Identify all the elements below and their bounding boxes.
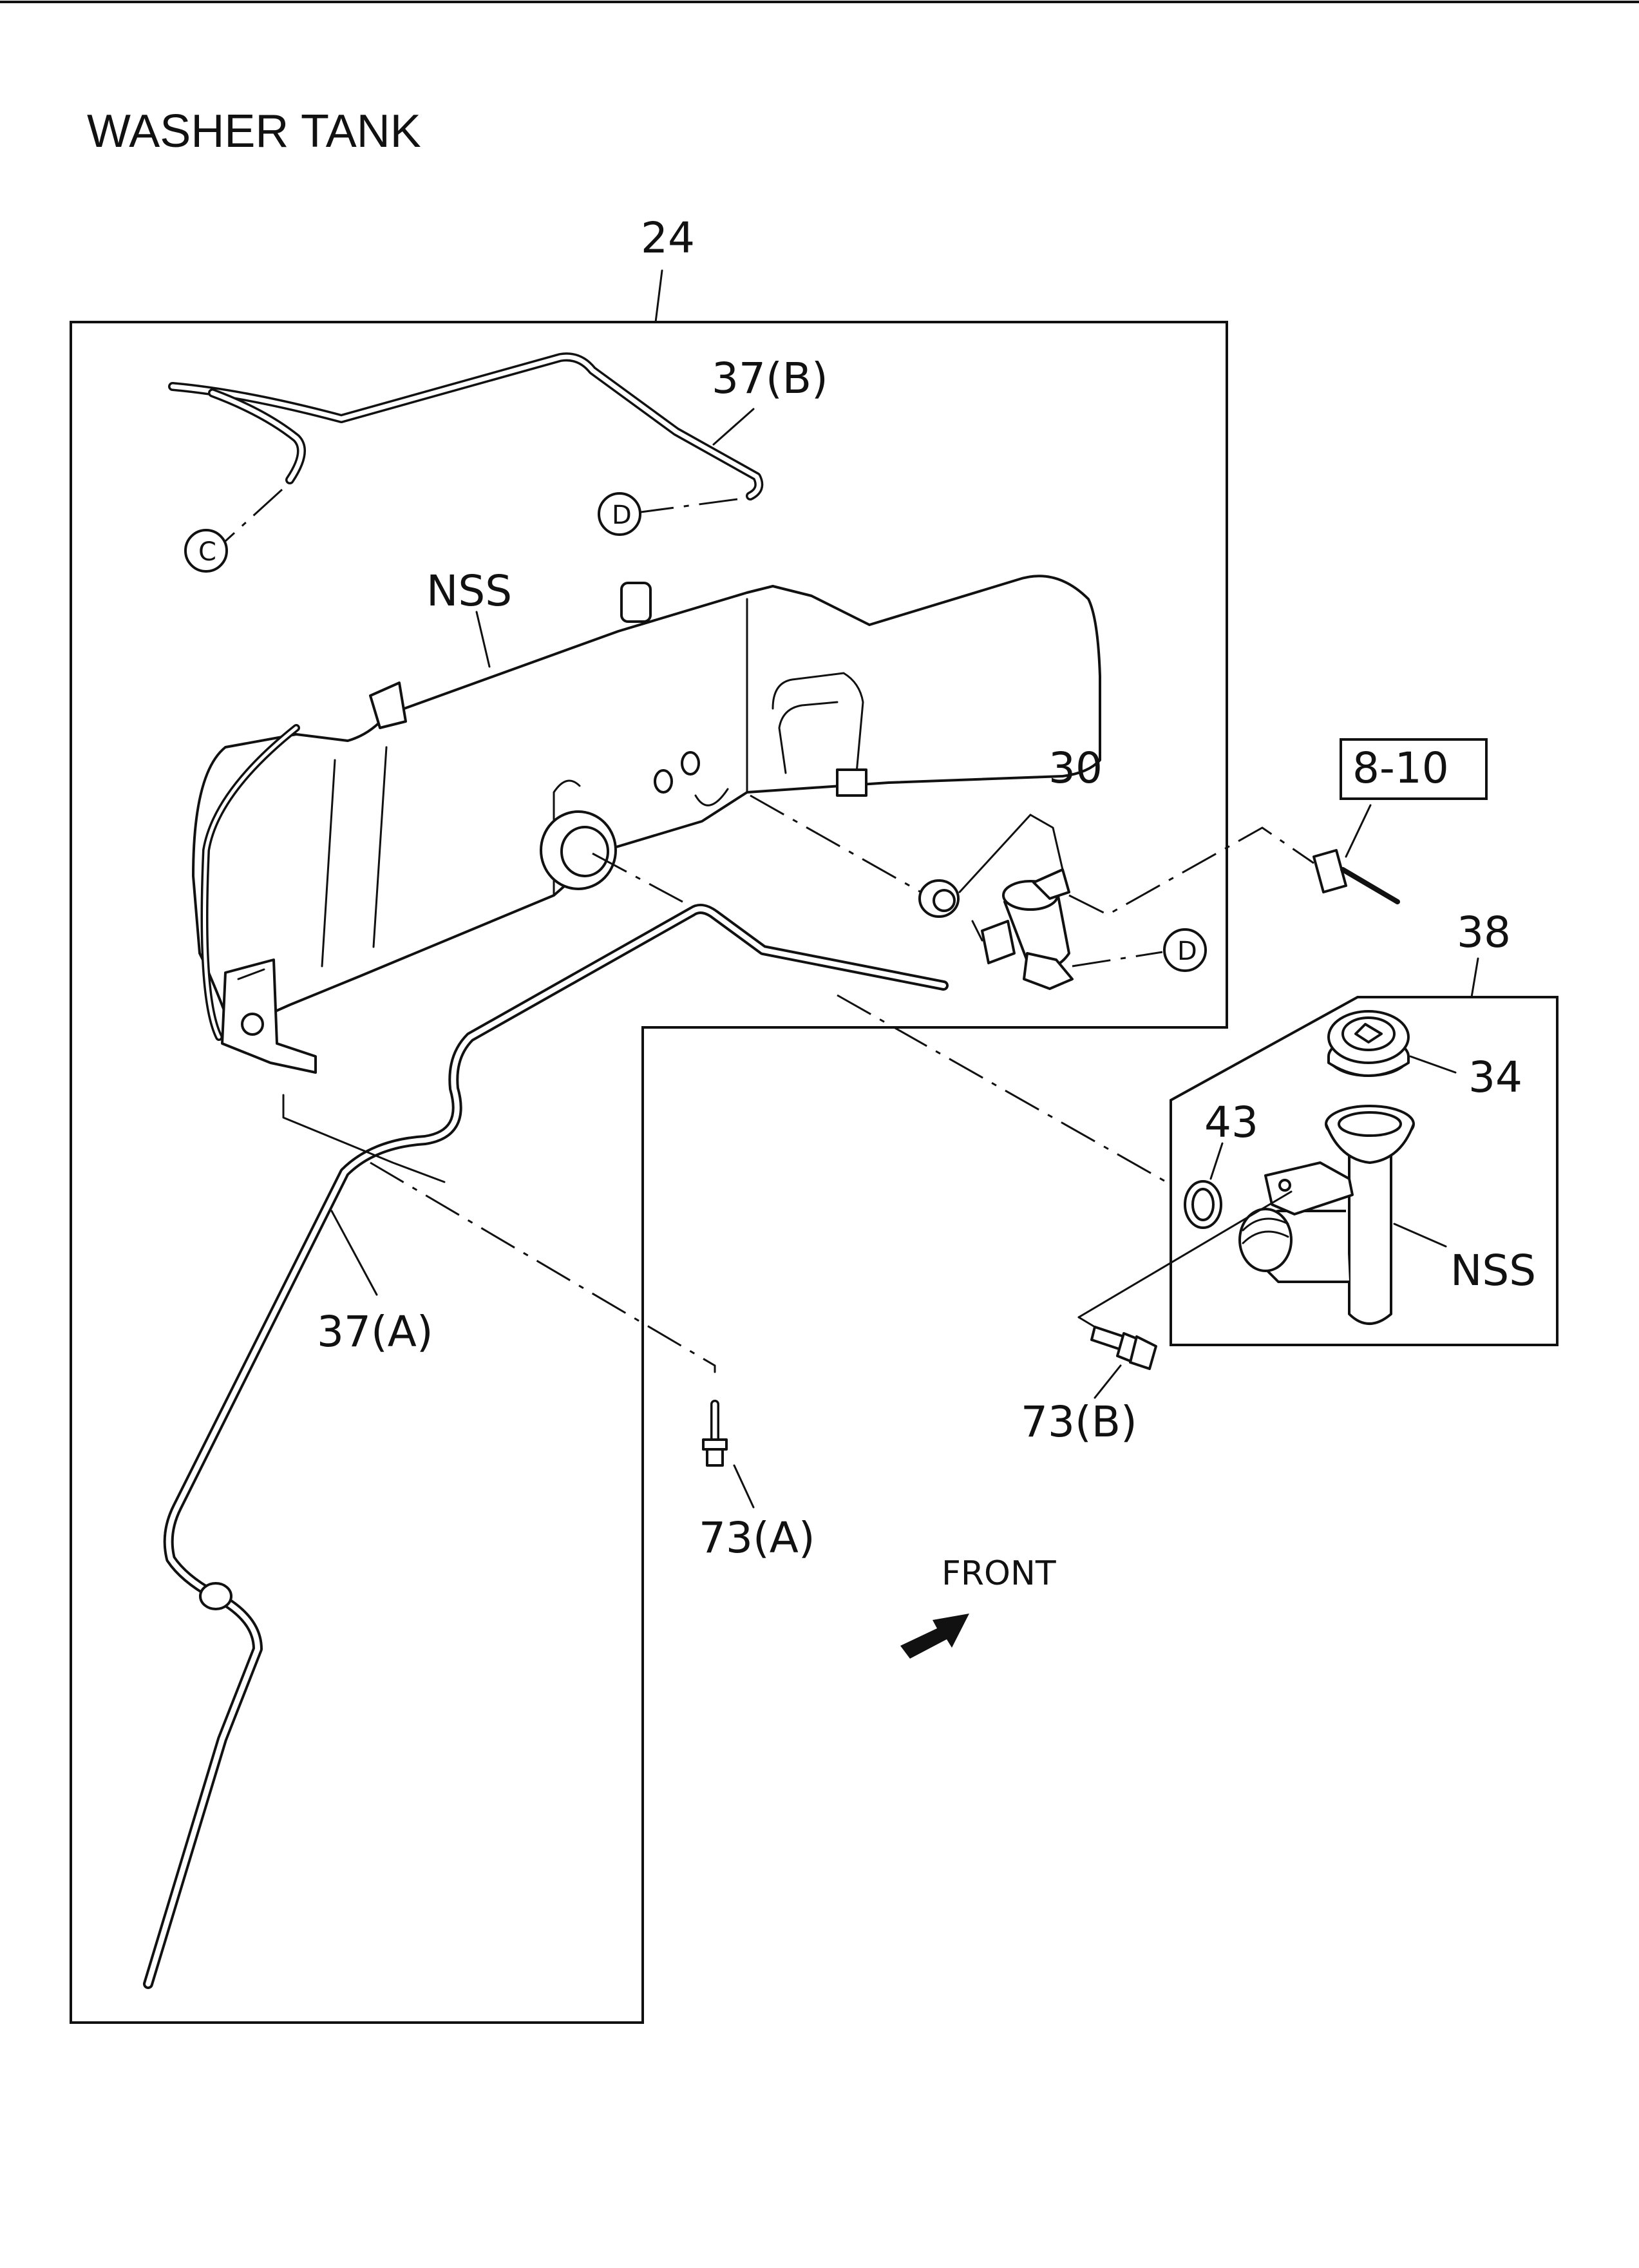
- line-73a-a: [282, 1094, 716, 1373]
- dash-oring: [837, 994, 1173, 1186]
- electrical-connector: [1312, 849, 1400, 904]
- front-label: FRONT: [942, 1554, 1056, 1593]
- leader-filler-nss: [1393, 1223, 1447, 1248]
- filler-pipe: [1238, 1105, 1415, 1325]
- callout-30: 30: [1048, 743, 1103, 793]
- washer-tank: [192, 575, 1101, 1074]
- dash-opening: [592, 852, 683, 903]
- ref-box: [1340, 738, 1488, 800]
- front-arrow-icon: [900, 1614, 969, 1659]
- connector-d-pump: D: [1177, 937, 1197, 966]
- assembly-frame: [70, 321, 1228, 2024]
- bolt-73a: [702, 1400, 728, 1467]
- callout-37b: 37(B): [712, 354, 828, 403]
- filler-cap: [1327, 1010, 1410, 1077]
- leader-38: [1470, 957, 1479, 998]
- o-ring-inner: [1191, 1188, 1215, 1221]
- leader-43: [1209, 1142, 1224, 1180]
- callout-34: 34: [1468, 1053, 1522, 1102]
- leader-24: [654, 269, 663, 323]
- dash-73a: [370, 1161, 715, 1367]
- callout-37a: 37(A): [317, 1307, 433, 1357]
- leader-8-10: [1345, 804, 1372, 858]
- washer-pump: [918, 868, 1074, 990]
- dash-d-pump: [1072, 951, 1163, 967]
- filler-frame: [1170, 996, 1558, 1346]
- connector-c-circle: [184, 529, 228, 573]
- hose-37b: [168, 352, 764, 500]
- connector-d-top: D: [612, 500, 632, 530]
- leader-37b: [712, 408, 755, 446]
- callout-tank-nss: NSS: [426, 566, 512, 616]
- page-title: WASHER TANK: [87, 106, 421, 157]
- connector-c: C: [198, 537, 216, 567]
- connector-d-top-circle: [598, 492, 641, 536]
- callout-filler-nss: NSS: [1450, 1246, 1536, 1295]
- dash-wire: [1068, 826, 1314, 916]
- callout-24: 24: [641, 213, 695, 263]
- connector-d-pump-circle: [1163, 928, 1207, 972]
- callout-73a: 73(A): [699, 1513, 815, 1563]
- callout-38: 38: [1457, 908, 1511, 957]
- leader-37a: [330, 1210, 378, 1296]
- leader-73b: [1094, 1364, 1122, 1399]
- dash-d-top: [640, 498, 738, 513]
- leader-30: [958, 814, 1064, 893]
- leader-34: [1409, 1055, 1457, 1074]
- dash-c: [224, 488, 283, 542]
- callout-43: 43: [1204, 1098, 1258, 1147]
- callout-8-10: 8-10: [1352, 743, 1449, 793]
- line-73b: [1077, 1190, 1293, 1319]
- dash-tank-grommet: [750, 794, 922, 893]
- bolt-73b: [1090, 1326, 1157, 1370]
- hose-37a: [143, 904, 949, 1989]
- callout-73b: 73(B): [1021, 1397, 1137, 1447]
- leader-tank-nss: [475, 611, 491, 668]
- line-73b-tip: [1077, 1316, 1096, 1328]
- leader-73a: [733, 1464, 755, 1509]
